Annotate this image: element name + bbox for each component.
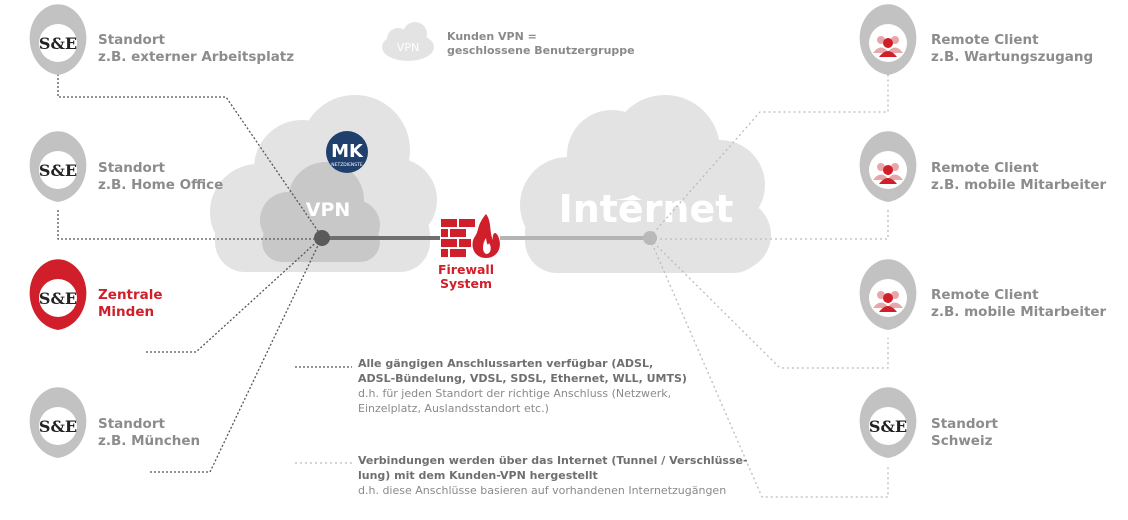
note-internet-connections: Verbindungen werden über das Internet (T… (358, 453, 758, 498)
vpn-cloud-label: VPN (306, 199, 351, 221)
pin-wartungszugang-icon (859, 4, 917, 75)
se-logo-icon: S&E (39, 34, 77, 53)
connector-zentrale (146, 236, 323, 353)
label-title: Remote Client (931, 160, 1039, 176)
vpn-connectors (57, 62, 323, 473)
vpn-node (314, 230, 330, 246)
label-title: Standort (98, 160, 165, 176)
label-subtitle: z.B. Home Office (98, 177, 224, 193)
label-subtitle: z.B. externer Arbeitsplatz (98, 49, 295, 65)
connector-muenchen (150, 236, 323, 473)
label-subtitle: z.B. Wartungszugang (931, 49, 1094, 65)
label-home-office: Standort z.B. Home Office (98, 160, 223, 194)
label-mobile-1: Remote Client z.B. mobile Mitarbeiter (931, 160, 1106, 194)
pin-mobile-1-icon (859, 131, 917, 202)
pin-muenchen-icon: S&E (29, 387, 87, 458)
note-connection-types: Alle gängigen Anschlussarten verfügbar (… (358, 356, 738, 416)
note-text-line: Einzelplatz, Auslandsstandort etc.) (358, 402, 549, 415)
se-logo-icon: S&E (39, 289, 77, 308)
note-bold-line: ADSL-Bündelung, VDSL, SDSL, Ethernet, WL… (358, 372, 687, 385)
firewall-icon (440, 214, 500, 258)
legend-line-2: geschlossene Benutzergruppe (447, 44, 635, 57)
legend-cloud-label: VPN (397, 41, 419, 54)
label-title: Zentrale (98, 287, 163, 303)
firewall-label-line2: System (440, 276, 492, 291)
label-title: Remote Client (931, 287, 1039, 303)
firewall-label-line1: Firewall (438, 262, 494, 277)
se-logo-icon: S&E (39, 417, 77, 436)
internet-connectors (649, 62, 889, 498)
label-subtitle: Schweiz (931, 433, 993, 449)
note-bold-line: Alle gängigen Anschlussarten verfügbar (… (358, 357, 654, 370)
legend-cloud-icon (382, 22, 434, 61)
internet-cloud-icon (520, 95, 771, 273)
note-bold-line: lung) mit dem Kunden-VPN hergestellt (358, 469, 598, 482)
pin-zentrale-icon: S&E (29, 259, 87, 330)
note-text-line: d.h. für jeden Standort der richtige Ans… (358, 387, 672, 400)
se-logo-icon: S&E (39, 161, 77, 180)
pin-mobile-2-icon (859, 259, 917, 330)
label-wartungszugang: Remote Client z.B. Wartungszugang (931, 32, 1093, 66)
internet-node (643, 231, 657, 245)
label-schweiz: Standort Schweiz (931, 416, 998, 450)
internet-cloud-label: Internet (559, 187, 734, 231)
mk-logo-text: MK (331, 141, 364, 162)
label-subtitle: z.B. München (98, 433, 201, 449)
note-bold-line: Verbindungen werden über das Internet (T… (358, 454, 748, 467)
mk-logo-subtext: NETZDIENSTE (331, 162, 363, 168)
connector-schweiz (649, 238, 889, 498)
pin-ext-arbeitsplatz-icon: S&E (29, 4, 87, 75)
connector-mobile-2 (649, 238, 889, 369)
label-subtitle: Minden (98, 304, 155, 320)
label-title: Remote Client (931, 32, 1039, 48)
legend-line-1: Kunden VPN = (447, 30, 537, 43)
label-mobile-2: Remote Client z.B. mobile Mitarbeiter (931, 287, 1106, 321)
pin-schweiz-icon: S&E (859, 387, 917, 458)
label-zentrale: Zentrale Minden (98, 287, 163, 321)
se-logo-icon: S&E (869, 417, 907, 436)
label-muenchen: Standort z.B. München (98, 416, 200, 450)
note-text-line: d.h. diese Anschlüsse basieren auf vorha… (358, 484, 727, 497)
label-title: Standort (931, 416, 998, 432)
label-subtitle: z.B. mobile Mitarbeiter (931, 304, 1107, 320)
legend-text: Kunden VPN = geschlossene Benutzergruppe (447, 30, 635, 58)
label-title: Standort (98, 416, 165, 432)
label-subtitle: z.B. mobile Mitarbeiter (931, 177, 1107, 193)
connector-wartungszugang (649, 62, 889, 238)
connector-home-office (57, 210, 322, 240)
label-title: Standort (98, 32, 165, 48)
mk-netzdienste-logo: MK NETZDIENSTE (326, 131, 368, 173)
pin-home-office-icon: S&E (29, 131, 87, 202)
connector-ext-arbeitsplatz (57, 62, 323, 238)
label-ext-arbeitsplatz: Standort z.B. externer Arbeitsplatz (98, 32, 294, 66)
